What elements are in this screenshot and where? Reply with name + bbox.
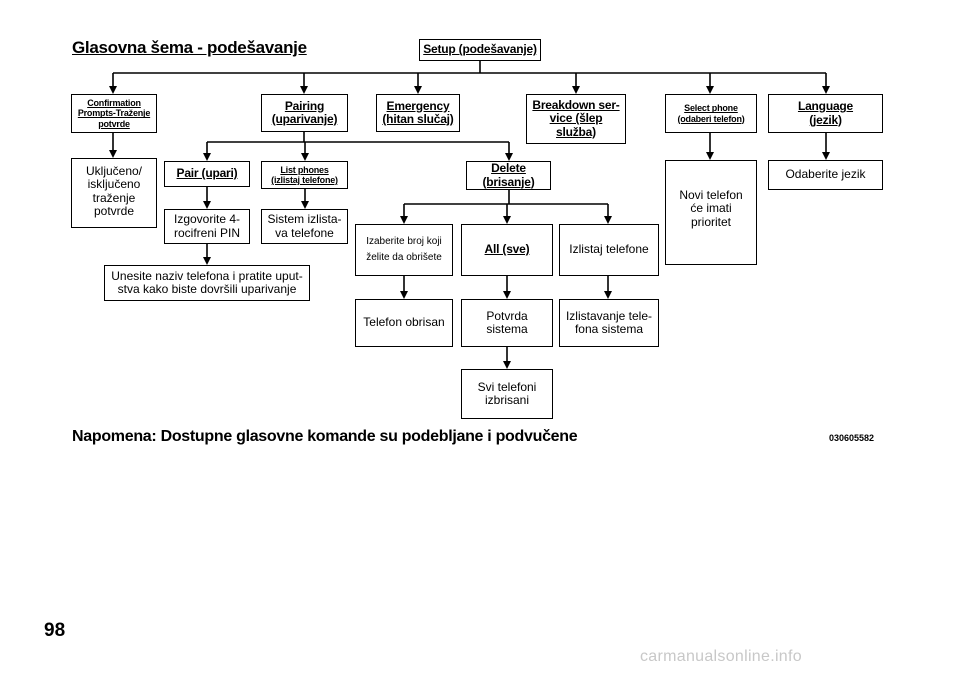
page-title: Glasovna šema - podešavanje	[72, 38, 307, 57]
node-list-phones: List phones (izlistaj telefone)	[261, 161, 348, 189]
node-pairing: Pairing (uparivanje)	[261, 94, 348, 132]
node-confirm-onoff: Uključeno/ isključeno traženje potvrde	[71, 158, 157, 228]
node-say-pin: Izgovorite 4- rocifreni PIN	[164, 209, 250, 244]
node-choose-number: Izaberite broj koji želite da obrišete	[355, 224, 453, 276]
node-setup: Setup (podešavanje)	[419, 39, 541, 61]
node-phone-deleted: Telefon obrisan	[355, 299, 453, 347]
image-code: 030605582	[829, 433, 875, 443]
page-number: 98	[44, 620, 66, 641]
node-emergency: Emergency (hitan slučaj)	[376, 94, 460, 132]
node-choose-language: Odaberite jezik	[768, 160, 883, 190]
node-delete: Delete (brisanje)	[466, 161, 551, 190]
node-system-lists: Sistem izlista- va telefone	[261, 209, 348, 244]
watermark: carmanualsonline.info	[640, 648, 802, 665]
node-select-phone: Select phone (odaberi telefon)	[665, 94, 757, 133]
node-new-phone: Novi telefon će imati prioritet	[665, 160, 757, 265]
node-pair: Pair (upari)	[164, 161, 250, 187]
node-all-deleted: Svi telefoni izbrisani	[461, 369, 553, 419]
node-list-phone: Izlistaj telefone	[559, 224, 659, 276]
node-breakdown: Breakdown ser- vice (šlep služba)	[526, 94, 626, 144]
node-confirmation: Confirmation Prompts-Traženje potvrde	[71, 94, 157, 133]
node-enter-name: Unesite naziv telefona i pratite uput- s…	[104, 265, 310, 301]
node-system-listing: Izlistavanje tele- fona sistema	[559, 299, 659, 347]
node-language: Language (jezik)	[768, 94, 883, 133]
node-all: All (sve)	[461, 224, 553, 276]
node-system-confirm: Potvrda sistema	[461, 299, 553, 347]
footnote: Napomena: Dostupne glasovne komande su p…	[72, 428, 578, 445]
